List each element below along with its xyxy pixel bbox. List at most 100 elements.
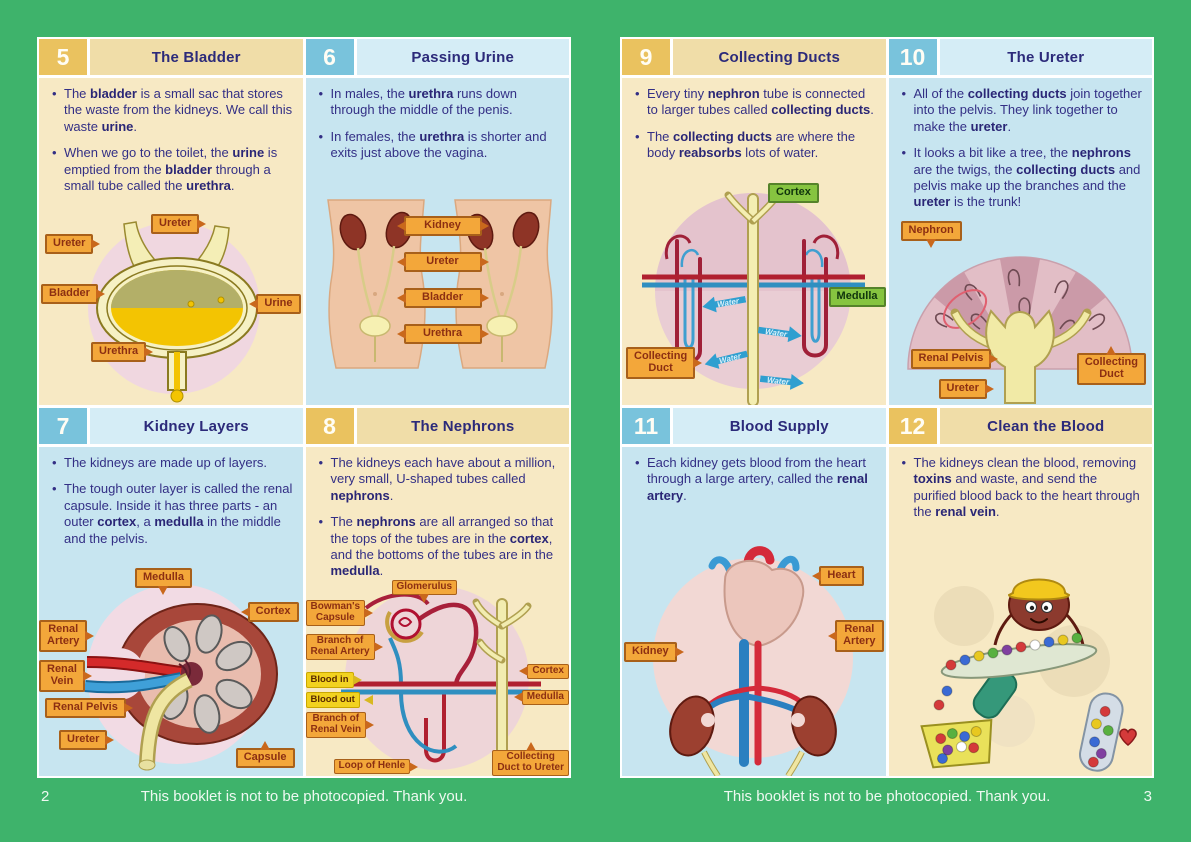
label-renal-artery: Renal Artery — [39, 620, 88, 652]
label-ureter: Ureter — [151, 214, 200, 234]
panel-number-badge: 6 — [305, 39, 354, 75]
bullet-item: Each kidney gets blood from the heart th… — [634, 455, 876, 504]
ureter-tree-diagram: Nephron Renal Pelvis Ureter Collecting D… — [889, 217, 1153, 405]
torsos-drawing — [326, 198, 553, 370]
panel-number-badge: 11 — [622, 408, 670, 444]
panel-number-badge: 10 — [888, 39, 937, 75]
bullet-item: The kidneys are made up of layers. — [51, 455, 293, 472]
footer-left: 2 This booklet is not to be photocopied.… — [37, 788, 571, 805]
label-medulla: Medulla — [521, 690, 569, 705]
label-heart: Heart — [819, 566, 864, 586]
panel-header: 6 Passing Urine — [305, 39, 569, 75]
label-blood-out: Blood out — [305, 692, 360, 709]
panel-title: The Bladder — [90, 39, 303, 75]
panel-title: Passing Urine — [356, 39, 569, 75]
panel-title: Blood Supply — [673, 408, 886, 444]
panel-number-badge: 9 — [622, 39, 670, 75]
panel-title: Collecting Ducts — [673, 39, 886, 75]
panel-bullets: The kidneys clean the blood, removing to… — [889, 447, 1153, 521]
blood-supply-diagram: Heart Renal Artery Kidney — [622, 536, 886, 776]
panel-9-collecting-ducts: 9 Collecting Ducts Every tiny nephron tu… — [622, 39, 886, 405]
bullet-item: The kidneys each have about a million, v… — [318, 455, 560, 504]
kidney-cartoon-sorting-blood — [889, 541, 1153, 776]
label-ureter: Ureter — [938, 379, 987, 399]
label-renal-artery: Renal Artery — [835, 620, 884, 652]
panel-8-the-nephrons: 8 The Nephrons The kidneys each have abo… — [305, 408, 570, 776]
bullet-item: In males, the urethra runs down through … — [318, 86, 560, 119]
panel-header: 5 The Bladder — [39, 39, 303, 75]
bullet-item: When we go to the toilet, the urine is e… — [51, 145, 293, 194]
footer-right: This booklet is not to be photocopied. T… — [620, 788, 1154, 805]
label-renal-pelvis: Renal Pelvis — [45, 698, 126, 718]
panel-number-badge: 7 — [39, 408, 87, 444]
label-urine: Urine — [256, 294, 301, 314]
label-cortex: Cortex — [768, 183, 819, 203]
label-ureter: Ureter — [403, 252, 482, 272]
label-capsule: Capsule — [235, 748, 295, 768]
label-bladder: Bladder — [41, 284, 98, 304]
bullet-item: The tough outer layer is called the rena… — [51, 481, 293, 547]
label-collecting-duct: Collecting Duct — [1076, 353, 1146, 385]
panel-bullets: The bladder is a small sac that stores t… — [39, 78, 303, 194]
label-kidney: Kidney — [624, 642, 677, 662]
kidney-layers-drawing — [84, 584, 278, 771]
urinary-system-torsos-diagram: Kidney Ureter Bladder Urethra — [306, 190, 570, 405]
label-medulla: Medulla — [828, 287, 886, 307]
label-bladder: Bladder — [403, 288, 482, 308]
label-blood-in: Blood in — [305, 672, 354, 689]
kidney-cartoon-drawing — [919, 578, 1137, 772]
label-renal-pelvis: Renal Pelvis — [910, 349, 992, 369]
bullet-item: The nephrons are all arranged so that th… — [318, 514, 560, 580]
panel-12-clean-the-blood: 12 Clean the Blood The kidneys clean the… — [888, 408, 1153, 776]
label-medulla: Medulla — [135, 568, 192, 588]
page-number-left: 2 — [41, 788, 50, 805]
panel-bullets: In males, the urethra runs down through … — [306, 78, 570, 162]
bullet-item: All of the collecting ducts join togethe… — [901, 86, 1143, 135]
label-urethra: Urethra — [403, 324, 482, 344]
bullet-item: The kidneys clean the blood, removing to… — [901, 455, 1143, 521]
panel-header: 8 The Nephrons — [305, 408, 569, 444]
collecting-ducts-diagram: Water Water Water Water Cortex Medulla C… — [622, 183, 886, 405]
panel-title: Kidney Layers — [90, 408, 303, 444]
copyright-notice: This booklet is not to be photocopied. T… — [723, 788, 1051, 805]
panel-header: 12 Clean the Blood — [888, 408, 1152, 444]
panel-title: Clean the Blood — [939, 408, 1152, 444]
panel-bullets: The kidneys are made up of layers. The t… — [39, 447, 303, 547]
panel-10-the-ureter: 10 The Ureter All of the collecting duct… — [888, 39, 1153, 405]
bullet-item: Every tiny nephron tube is connected to … — [634, 86, 876, 119]
panel-header: 7 Kidney Layers — [39, 408, 303, 444]
panel-number-badge: 8 — [305, 408, 354, 444]
label-loop-of-henle: Loop of Henle — [333, 759, 411, 774]
bladder-diagram: Ureter Ureter Bladder Urine Urethra — [39, 210, 303, 405]
bullet-item: The bladder is a small sac that stores t… — [51, 86, 293, 135]
panel-11-blood-supply: 11 Blood Supply Each kidney gets blood f… — [622, 408, 886, 776]
label-branch-of-renal-artery: Branch of Renal Artery — [305, 634, 375, 660]
panel-header: 9 Collecting Ducts — [622, 39, 886, 75]
kidney-cross-section-diagram: Medulla Cortex Renal Artery Renal Vein R… — [39, 568, 303, 776]
label-branch-of-renal-vein: Branch of Renal Vein — [305, 712, 367, 738]
panel-title: The Ureter — [939, 39, 1152, 75]
collecting-ducts-drawing — [642, 191, 865, 405]
panel-header: 10 The Ureter — [888, 39, 1152, 75]
panel-number-badge: 12 — [888, 408, 937, 444]
nephron-drawing — [340, 586, 541, 774]
label-kidney: Kidney — [403, 216, 482, 236]
bullet-item: It looks a bit like a tree, the nephrons… — [901, 145, 1143, 211]
panel-bullets: Every tiny nephron tube is connected to … — [622, 78, 886, 162]
blood-supply-drawing — [653, 546, 853, 776]
label-bowmans-capsule: Bowman's Capsule — [305, 600, 366, 626]
ureter-tree-drawing — [906, 256, 1133, 404]
page-right: 9 Collecting Ducts Every tiny nephron tu… — [620, 37, 1154, 778]
panel-number-badge: 5 — [39, 39, 87, 75]
nephron-diagram: Glomerulus Bowman's Capsule Branch of Re… — [305, 580, 569, 776]
page-left: 5 The Bladder The bladder is a small sac… — [37, 37, 571, 778]
label-collecting-duct: Collecting Duct — [626, 347, 696, 379]
panel-bullets: The kidneys each have about a million, v… — [306, 447, 570, 580]
panel-7-kidney-layers: 7 Kidney Layers The kidneys are made up … — [39, 408, 303, 776]
panel-title: The Nephrons — [356, 408, 569, 444]
panel-bullets: All of the collecting ducts join togethe… — [889, 78, 1153, 211]
label-glomerulus: Glomerulus — [391, 580, 458, 595]
panel-5-the-bladder: 5 The Bladder The bladder is a small sac… — [39, 39, 303, 405]
page-number-right: 3 — [1143, 788, 1152, 805]
